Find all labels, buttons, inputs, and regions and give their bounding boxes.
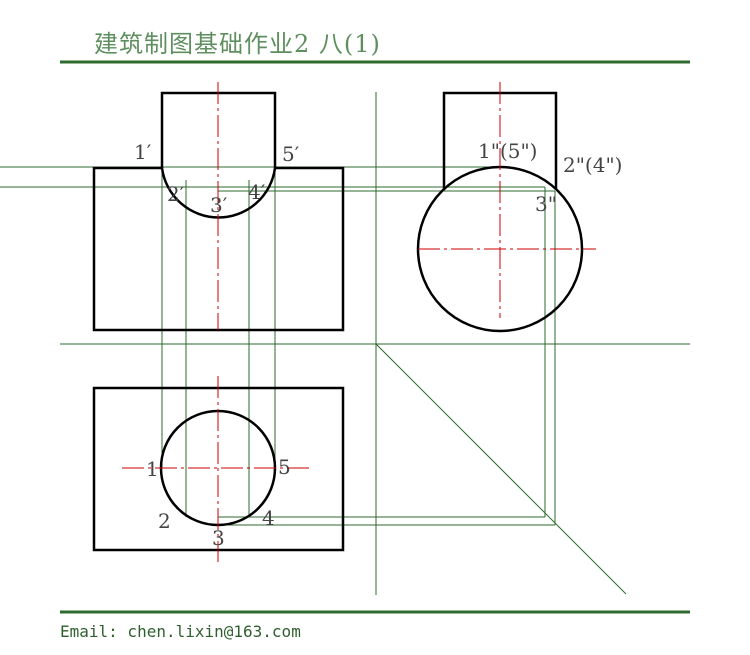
label-top-2: 2 [158, 509, 171, 533]
label-top-4: 4 [262, 506, 275, 530]
label-side-15: 1"(5") [478, 139, 537, 163]
label-front-2: 2′ [167, 182, 185, 206]
label-front-4: 4′ [248, 180, 266, 204]
email-footer: Email: chen.lixin@163.com [60, 622, 301, 641]
sheet-title: 建筑制图基础作业2 八(1) [94, 30, 381, 58]
label-top-1: 1 [146, 457, 159, 481]
label-front-1: 1′ [134, 140, 152, 164]
label-front-3: 3′ [210, 193, 228, 217]
front-view-outline [92, 166, 345, 332]
center-lines [122, 82, 596, 562]
label-side-24: 2"(4") [563, 153, 622, 177]
point-labels: 1′ 5′ 2′ 3′ 4′ 1"(5") 2"(4") 3" 1 5 2 4 … [134, 139, 622, 550]
label-top-5: 5 [278, 455, 291, 479]
label-top-3: 3 [212, 526, 225, 550]
miter-line [375, 343, 627, 595]
label-side-3: 3" [535, 192, 557, 216]
projection-lines [0, 92, 690, 595]
label-front-5: 5′ [282, 142, 300, 166]
